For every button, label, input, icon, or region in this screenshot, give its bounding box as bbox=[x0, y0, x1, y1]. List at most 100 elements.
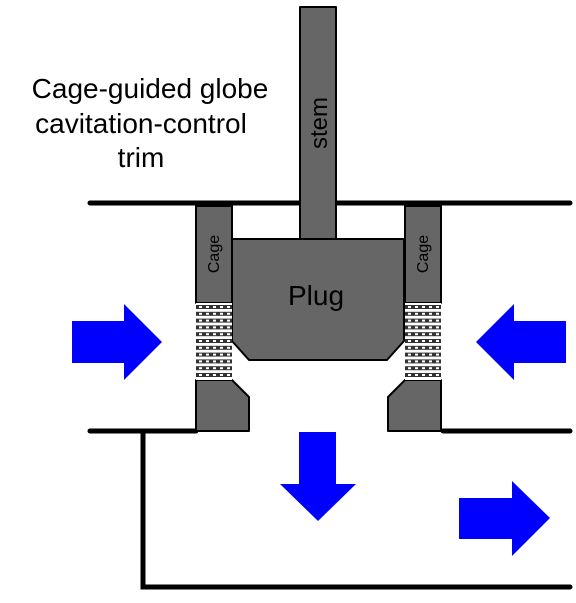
cage-hole bbox=[408, 367, 411, 370]
cage-hole bbox=[415, 360, 418, 363]
cage-hole bbox=[422, 319, 425, 322]
cage-hole bbox=[213, 326, 216, 329]
cage-hole bbox=[206, 374, 209, 376]
cage-hole bbox=[213, 306, 216, 308]
cage-hole bbox=[206, 333, 209, 336]
cage-hole bbox=[199, 340, 202, 342]
cage-hole bbox=[408, 333, 411, 336]
cage-hole bbox=[429, 340, 432, 342]
cage-hole bbox=[436, 367, 439, 370]
cage-hole bbox=[213, 340, 216, 342]
cage-hole bbox=[227, 312, 230, 315]
cage-hole bbox=[227, 306, 230, 308]
cage-hole bbox=[213, 360, 216, 363]
cage-hole bbox=[227, 340, 230, 342]
cage-left-holes bbox=[196, 303, 232, 380]
cage-hole bbox=[408, 353, 411, 356]
cage-hole bbox=[415, 340, 418, 342]
cage-hole bbox=[206, 346, 209, 349]
cage-hole bbox=[429, 319, 432, 322]
cage-hole bbox=[199, 367, 202, 370]
cage-hole bbox=[408, 374, 411, 376]
cage-hole bbox=[422, 312, 425, 315]
cage-hole bbox=[199, 360, 202, 363]
cage-hole bbox=[422, 374, 425, 376]
cage-left-lower bbox=[195, 379, 250, 432]
cage-hole bbox=[227, 360, 230, 363]
cage-hole bbox=[415, 346, 418, 349]
cage-hole bbox=[220, 319, 223, 322]
cage-left: Cage bbox=[195, 205, 250, 432]
flow-arrow-down bbox=[280, 432, 356, 521]
cage-hole bbox=[429, 353, 432, 356]
cage-hole bbox=[422, 333, 425, 336]
cage-hole bbox=[436, 306, 439, 308]
cage-hole bbox=[415, 353, 418, 356]
cage-hole bbox=[415, 374, 418, 376]
cage-hole bbox=[220, 312, 223, 315]
cage-hole bbox=[227, 326, 230, 329]
cage-hole bbox=[213, 346, 216, 349]
cage-hole bbox=[422, 326, 425, 329]
cage-hole bbox=[220, 367, 223, 370]
cage-hole bbox=[227, 374, 230, 376]
cage-hole bbox=[213, 374, 216, 376]
valve-body-lines bbox=[87, 200, 573, 590]
cage-hole bbox=[213, 319, 216, 322]
cage-hole bbox=[213, 367, 216, 370]
cage-hole bbox=[436, 374, 439, 376]
cage-hole bbox=[227, 346, 230, 349]
cage-hole bbox=[422, 340, 425, 342]
cage-hole bbox=[436, 319, 439, 322]
cage-hole bbox=[199, 353, 202, 356]
flow-arrow-outlet bbox=[459, 481, 550, 556]
cage-hole bbox=[408, 312, 411, 315]
title-line-2: cavitation-control bbox=[35, 108, 247, 139]
cage-hole bbox=[415, 312, 418, 315]
cage-hole bbox=[429, 367, 432, 370]
cage-hole bbox=[436, 333, 439, 336]
cage-hole bbox=[429, 360, 432, 363]
cage-hole bbox=[220, 360, 223, 363]
cage-hole bbox=[199, 346, 202, 349]
cage-hole bbox=[429, 306, 432, 308]
cage-right: Cage bbox=[387, 205, 442, 432]
plug-label: Plug bbox=[288, 280, 344, 311]
cage-hole bbox=[422, 360, 425, 363]
cage-hole bbox=[213, 353, 216, 356]
cage-hole bbox=[199, 319, 202, 322]
cage-hole bbox=[206, 319, 209, 322]
cage-hole bbox=[227, 333, 230, 336]
cage-hole bbox=[206, 360, 209, 363]
cage-left-label: Cage bbox=[206, 235, 223, 273]
cage-hole bbox=[199, 326, 202, 329]
cage-hole bbox=[436, 353, 439, 356]
cage-hole bbox=[206, 326, 209, 329]
cage-hole bbox=[422, 306, 425, 308]
cage-hole bbox=[436, 326, 439, 329]
cage-hole bbox=[436, 340, 439, 342]
cage-hole bbox=[422, 346, 425, 349]
cage-hole bbox=[408, 326, 411, 329]
cage-hole bbox=[415, 326, 418, 329]
cage-hole bbox=[206, 306, 209, 308]
cage-hole bbox=[429, 312, 432, 315]
cage-hole bbox=[429, 326, 432, 329]
cage-hole bbox=[199, 312, 202, 315]
cage-hole bbox=[220, 346, 223, 349]
cage-hole bbox=[220, 306, 223, 308]
cage-hole bbox=[422, 353, 425, 356]
cage-hole bbox=[213, 333, 216, 336]
cage-hole bbox=[415, 319, 418, 322]
cage-hole bbox=[199, 333, 202, 336]
cage-hole bbox=[429, 346, 432, 349]
flow-arrow-right-inlet bbox=[476, 304, 566, 380]
cage-hole bbox=[220, 340, 223, 342]
cage-hole bbox=[199, 374, 202, 376]
cage-hole bbox=[220, 353, 223, 356]
cage-hole bbox=[408, 319, 411, 322]
cage-hole bbox=[429, 374, 432, 376]
cage-hole bbox=[436, 360, 439, 363]
cage-hole bbox=[206, 340, 209, 342]
cage-hole bbox=[436, 346, 439, 349]
